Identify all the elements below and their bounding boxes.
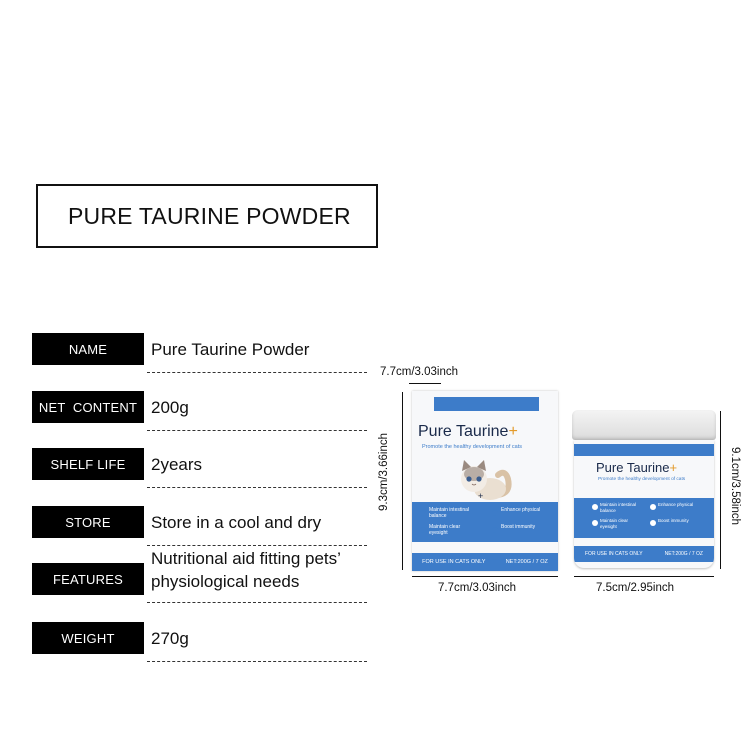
benefit-text: Boost immunity — [658, 518, 689, 523]
paw-icon — [650, 520, 656, 526]
spec-value-line: physiological needs — [151, 572, 300, 591]
benefit-text: Maintain clear eyesight — [600, 518, 629, 529]
spec-row-features: FEATURES Nutritional aid fitting pets’ p… — [32, 549, 367, 603]
box-product-title: Pure Taurine+ — [418, 423, 518, 440]
jar-footer-left: FOR USE IN CATS ONLY — [585, 551, 643, 557]
spec-row-shelf-life: SHELF LIFE 2years — [32, 438, 367, 488]
paw-icon — [592, 520, 598, 526]
box-stripe — [434, 397, 539, 411]
box-height-line — [402, 392, 403, 570]
spec-label: STORE — [32, 506, 144, 538]
box-width-bottom-label: 7.7cm/3.03inch — [438, 582, 516, 594]
jar-footer-right: NET:200G / 7 OZ — [664, 551, 703, 557]
paw-icon — [420, 527, 426, 533]
jar-height-line — [720, 411, 721, 569]
box-footer-bar: FOR USE IN CATS ONLY NET:200G / 7 OZ — [412, 553, 558, 571]
spec-label: FEATURES — [32, 563, 144, 595]
jar-product-title: Pure Taurine+ — [596, 460, 678, 475]
dashed-divider — [147, 430, 367, 431]
product-box-image: Pure Taurine+ Promote the healthy develo… — [412, 391, 558, 571]
benefit-text: Maintain clear eyesight — [429, 524, 461, 536]
svg-text:+: + — [478, 491, 483, 501]
spec-value: 2years — [151, 455, 203, 474]
paw-icon — [592, 504, 598, 510]
dashed-divider — [147, 372, 367, 373]
benefit-text: Maintain intestinal balance — [429, 507, 470, 519]
spec-value: Store in a cool and dry — [151, 513, 322, 532]
box-footer-left: FOR USE IN CATS ONLY — [422, 559, 486, 565]
spec-value-line: Nutritional aid fitting pets’ — [151, 549, 341, 568]
jar-width-label: 7.5cm/2.95inch — [596, 582, 674, 594]
spec-label: WEIGHT — [32, 622, 144, 654]
spec-row-net-content: NET CONTENT 200g — [32, 381, 367, 431]
spec-label: SHELF LIFE — [32, 448, 144, 480]
jar-stripe — [574, 444, 714, 456]
cat-illustration: + — [461, 460, 512, 501]
benefit-text: Boost immunity — [501, 524, 536, 530]
jar-footer-bar: FOR USE IN CATS ONLY NET:200G / 7 OZ — [574, 546, 714, 562]
box-width-bottom-line — [412, 576, 558, 577]
box-product-tagline: Promote the healthy development of cats — [422, 444, 522, 450]
paw-icon — [420, 510, 426, 516]
box-benefit-panel: Maintain intestinal balance Enhance phys… — [412, 502, 558, 542]
jar-width-line — [574, 576, 714, 577]
jar-body: Pure Taurine+ Promote the healthy develo… — [574, 440, 714, 568]
benefit-text: Enhance physical — [658, 502, 694, 507]
dashed-divider — [147, 487, 367, 488]
box-footer-right: NET:200G / 7 OZ — [505, 559, 548, 565]
dashed-divider — [147, 602, 367, 603]
box-width-top-label: 7.7cm/3.03inch — [380, 366, 458, 378]
benefit-text: Maintain intestinal balance — [600, 502, 637, 513]
product-jar-image: Pure Taurine+ Promote the healthy develo… — [572, 410, 716, 570]
paw-icon — [492, 527, 498, 533]
page-title: PURE TAURINE POWDER — [68, 202, 351, 229]
spec-row-store: STORE Store in a cool and dry — [32, 496, 367, 546]
dashed-divider — [147, 545, 367, 546]
title-box: PURE TAURINE POWDER — [36, 184, 378, 248]
box-width-top-line — [409, 383, 441, 384]
spec-value: Pure Taurine Powder — [151, 340, 310, 359]
dashed-divider — [147, 661, 367, 662]
paw-icon — [492, 510, 498, 516]
spec-value: 270g — [151, 629, 189, 648]
spec-label: NET CONTENT — [32, 391, 144, 423]
spec-row-name: NAME Pure Taurine Powder — [32, 323, 367, 373]
paw-icon — [650, 504, 656, 510]
spec-label: NAME — [32, 333, 144, 365]
jar-height-label: 9.1cm/3.58inch — [729, 447, 741, 525]
box-height-label: 9.3cm/3.66inch — [378, 433, 390, 511]
spec-row-weight: WEIGHT 270g — [32, 612, 367, 662]
jar-product-tagline: Promote the healthy development of cats — [598, 477, 686, 482]
jar-benefit-panel: Maintain intestinal balance Enhance phys… — [574, 498, 714, 538]
jar-lid — [572, 410, 716, 440]
spec-value: 200g — [151, 398, 189, 417]
spec-value: Nutritional aid fitting pets’ physiologi… — [151, 547, 341, 593]
benefit-text: Enhance physical — [501, 507, 541, 513]
